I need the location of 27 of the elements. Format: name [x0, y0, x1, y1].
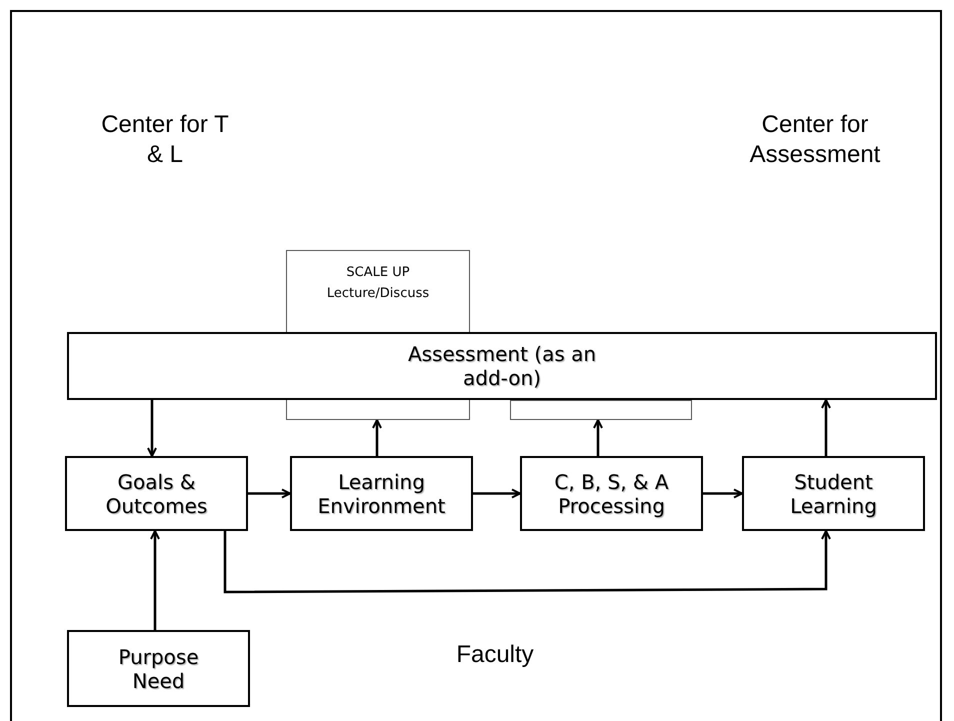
- process-box: [67, 630, 250, 707]
- process-box: [742, 456, 925, 531]
- arrow: [224, 530, 831, 594]
- box-label: Goals & Outcomes: [104, 470, 208, 518]
- arrow: [150, 530, 160, 630]
- arrow: [372, 419, 382, 456]
- box-label: Student Learning: [789, 470, 878, 518]
- process-box: [65, 456, 248, 531]
- arrow: [703, 488, 743, 498]
- strategy-text: SCALE UP: [346, 264, 410, 282]
- strategy-box: [510, 400, 692, 420]
- arrow: [473, 488, 521, 498]
- process-box: [290, 456, 473, 531]
- arrow: [593, 419, 603, 456]
- arrow: [821, 399, 831, 456]
- arrow: [248, 488, 291, 498]
- arrow: [147, 400, 157, 457]
- strategy-text: Lecture/Discuss: [326, 284, 430, 303]
- process-box: [520, 456, 703, 531]
- box-label: Learning Environment: [316, 470, 446, 518]
- text-label: Center for T & L: [100, 110, 230, 170]
- box-label: Assessment (as an add-on): [406, 342, 598, 390]
- assessment-band: [67, 332, 937, 400]
- text-label: Center for Assessment: [748, 110, 882, 170]
- text-label: Faculty: [455, 640, 535, 670]
- box-label: Purpose Need: [117, 644, 200, 692]
- box-label: C, B, S, & A Processing: [553, 470, 670, 518]
